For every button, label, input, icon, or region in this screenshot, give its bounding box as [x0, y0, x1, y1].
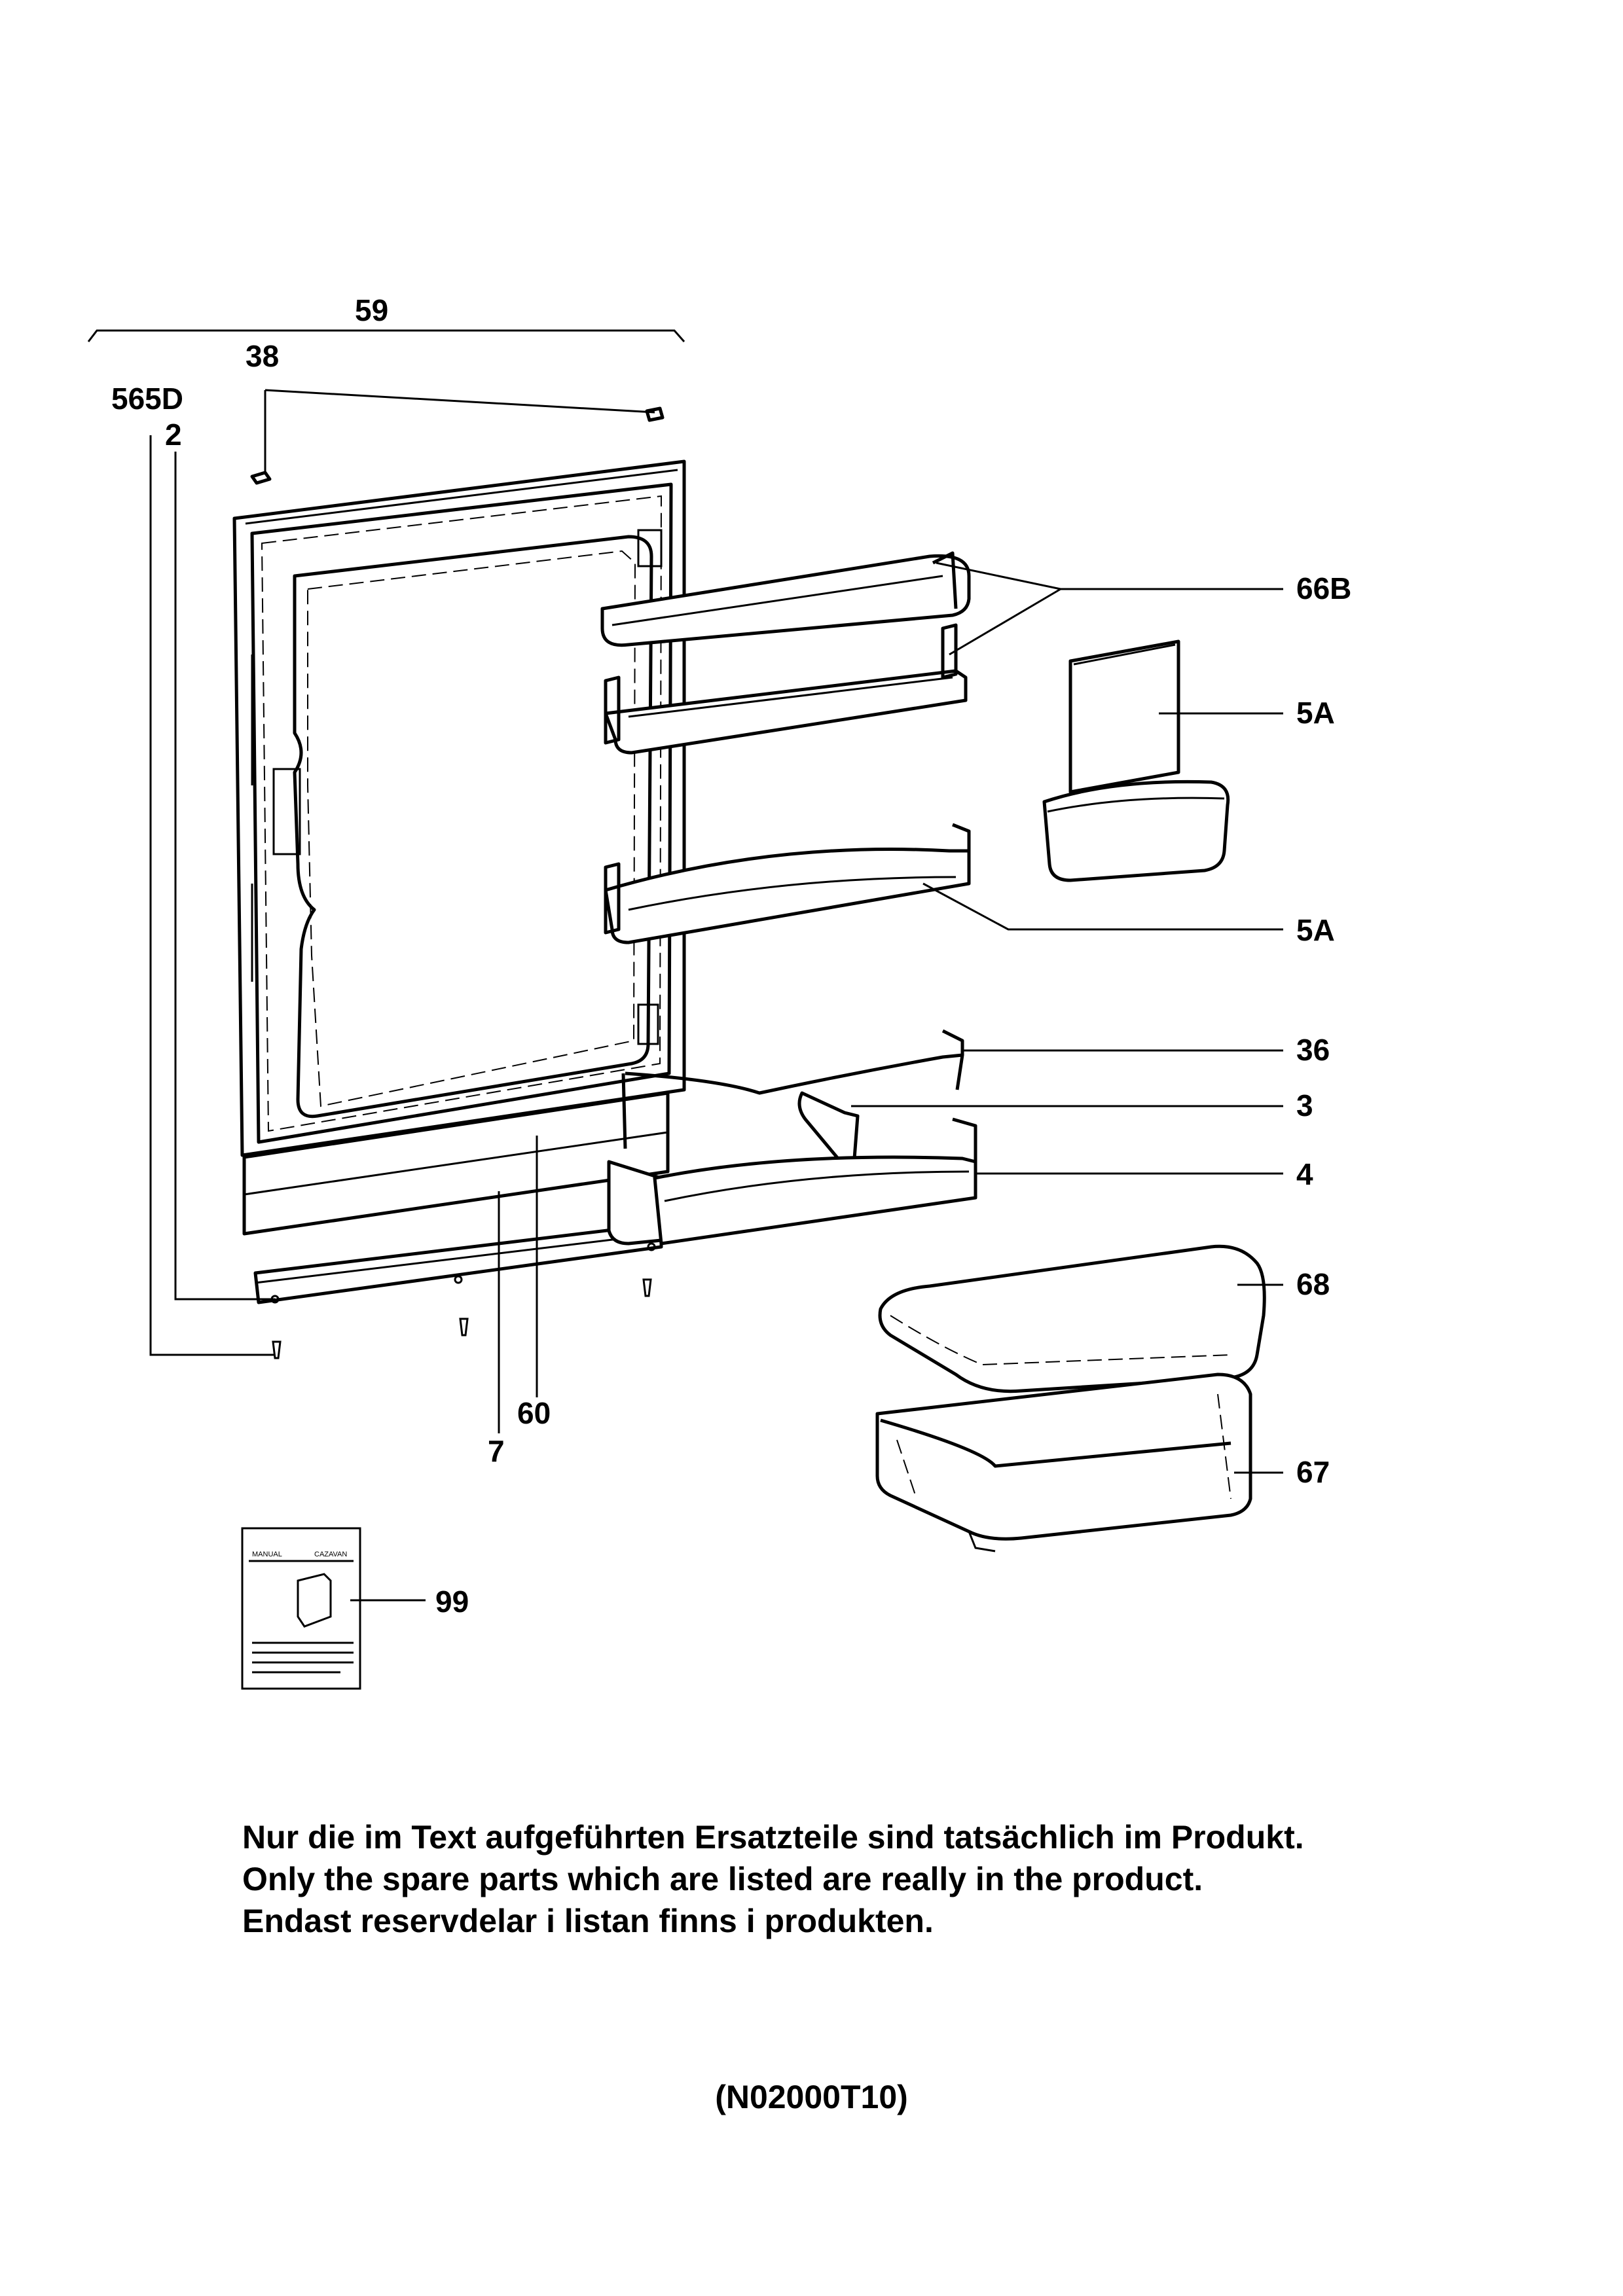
- door-shelf-top: [604, 623, 968, 755]
- label-68: 68: [1296, 1267, 1330, 1301]
- bracket-59: [87, 329, 685, 342]
- label-3: 3: [1296, 1088, 1313, 1122]
- crisper-lid-68: [878, 1244, 1266, 1393]
- shelf-66b: [600, 551, 971, 647]
- leader-lines: [149, 435, 1283, 1602]
- divider-3: [797, 1091, 860, 1160]
- label-38: 38: [246, 339, 279, 373]
- label-36: 36: [1296, 1033, 1330, 1067]
- label-2: 2: [165, 418, 182, 452]
- label-60: 60: [517, 1396, 551, 1430]
- document-code: (N02000T10): [715, 2079, 908, 2115]
- spare-parts-note: Nur die im Text aufgeführten Ersatzteile…: [242, 1816, 1304, 1942]
- hinge-cap-right: [645, 406, 665, 422]
- label-59: 59: [355, 293, 388, 327]
- label-67: 67: [1296, 1455, 1330, 1489]
- manual-booklet-99: MANUAL CAZAVAN: [241, 1527, 361, 1690]
- label-5a-top: 5A: [1296, 696, 1335, 730]
- crisper-box-67: [875, 1372, 1252, 1552]
- label-66b: 66B: [1296, 571, 1351, 605]
- door-shelf-middle: [604, 823, 971, 944]
- note-swedish: Endast reservdelar i listan finns i prod…: [242, 1903, 934, 1939]
- manual-header-right: CAZAVAN: [314, 1551, 347, 1558]
- note-german: Nur die im Text aufgeführten Ersatzteile…: [242, 1819, 1304, 1856]
- note-english: Only the spare parts which are listed ar…: [242, 1861, 1203, 1897]
- bottle-holder-5a: [1042, 639, 1230, 882]
- door-bottom-panels: [242, 1091, 670, 1236]
- manual-header-left: MANUAL: [252, 1551, 282, 1558]
- door-shelf-4: [607, 1117, 977, 1246]
- label-4: 4: [1296, 1157, 1313, 1191]
- label-5a-mid: 5A: [1296, 913, 1335, 947]
- hinge-cap-left: [250, 471, 272, 485]
- label-7: 7: [488, 1434, 505, 1468]
- bottom-bracket: [253, 1222, 663, 1304]
- door-frame: [232, 459, 686, 1157]
- label-565d: 565D: [111, 382, 183, 416]
- label-99: 99: [435, 1585, 469, 1619]
- screws: [272, 1278, 652, 1359]
